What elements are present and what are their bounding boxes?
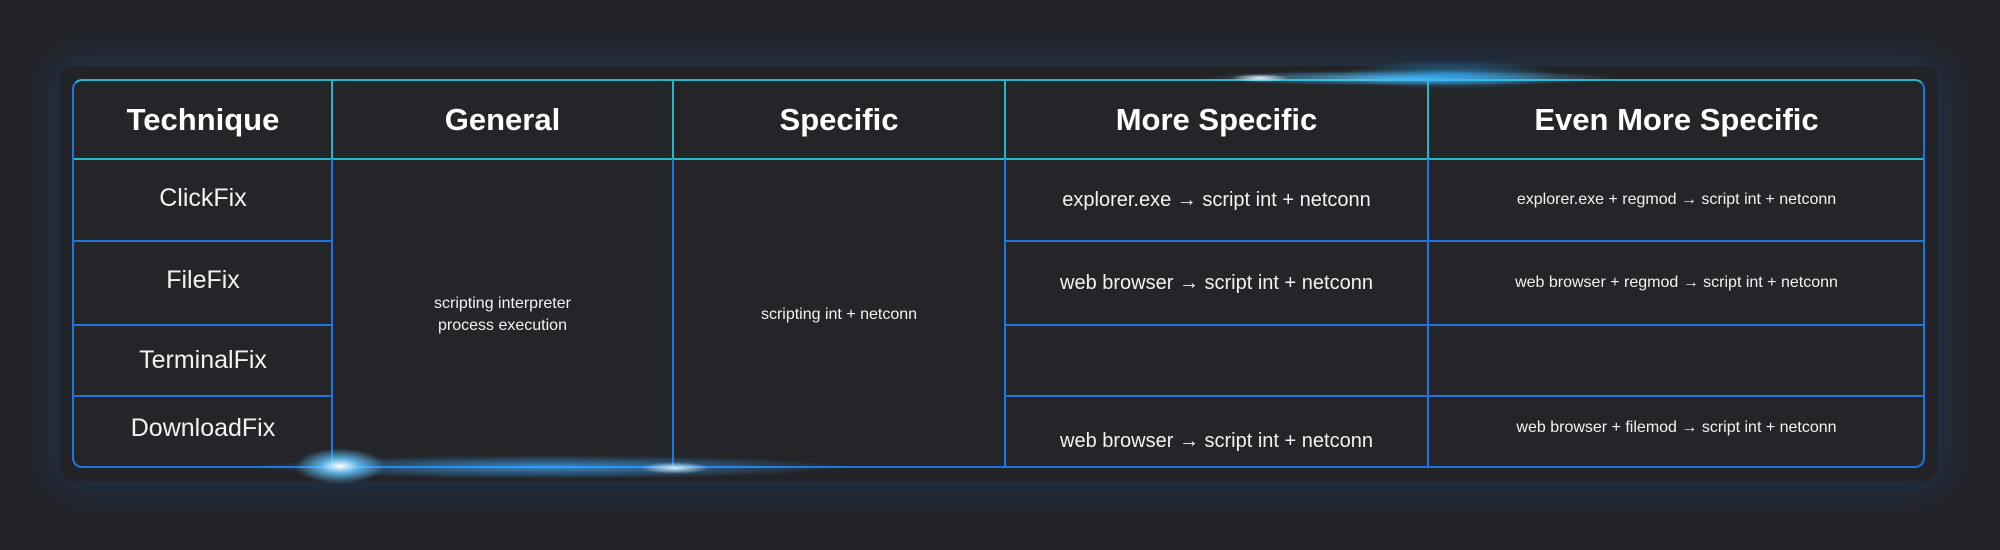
- even-more-specific-row-4: web browser + filemod → script int + net…: [1516, 419, 1837, 436]
- column-divider: [1427, 159, 1429, 466]
- technique-clickfix: ClickFix: [159, 183, 247, 212]
- header-specific: Specific: [779, 102, 899, 137]
- technique-terminalfix: TerminalFix: [139, 346, 267, 374]
- column-divider: [331, 159, 333, 466]
- row-divider: [1005, 395, 1923, 397]
- even-more-specific-row-1: explorer.exe + regmod → script int + net…: [1516, 191, 1837, 208]
- header-technique: Technique: [126, 102, 280, 137]
- row-divider: [74, 240, 332, 242]
- column-divider: [672, 81, 674, 159]
- header-more-specific: More Specific: [1115, 102, 1318, 137]
- even-more-specific-row-3: [1428, 325, 1923, 396]
- detection-table: Technique General Specific More Specific…: [72, 79, 1925, 468]
- row-divider: [1005, 324, 1923, 326]
- more-specific-row-4: web browser → script int + netconn: [1060, 429, 1373, 452]
- header-general: General: [444, 102, 561, 137]
- row-divider: [74, 395, 332, 397]
- general-line-2: process execution: [438, 316, 567, 334]
- general-line-1: scripting interpreter: [434, 294, 571, 312]
- more-specific-row-3: [1005, 325, 1428, 396]
- specific-cell: scripting int + netconn: [760, 305, 918, 323]
- general-cell: scripting interpreter process execution: [332, 159, 673, 466]
- column-divider: [331, 81, 333, 159]
- column-divider: [1004, 159, 1006, 466]
- more-specific-row-1: explorer.exe → script int + netconn: [1062, 188, 1371, 211]
- column-divider: [1004, 81, 1006, 159]
- header-divider: [74, 158, 1923, 160]
- technique-downloadfix: DownloadFix: [130, 413, 276, 442]
- more-specific-row-2: web browser → script int + netconn: [1060, 271, 1373, 294]
- row-divider: [74, 324, 332, 326]
- even-more-specific-row-2: web browser + regmod → script int + netc…: [1515, 274, 1838, 291]
- column-divider: [672, 159, 674, 466]
- header-even-more-specific: Even More Specific: [1534, 102, 1819, 137]
- column-divider: [1427, 81, 1429, 159]
- technique-filefix: FileFix: [166, 265, 240, 294]
- row-divider: [1005, 240, 1923, 242]
